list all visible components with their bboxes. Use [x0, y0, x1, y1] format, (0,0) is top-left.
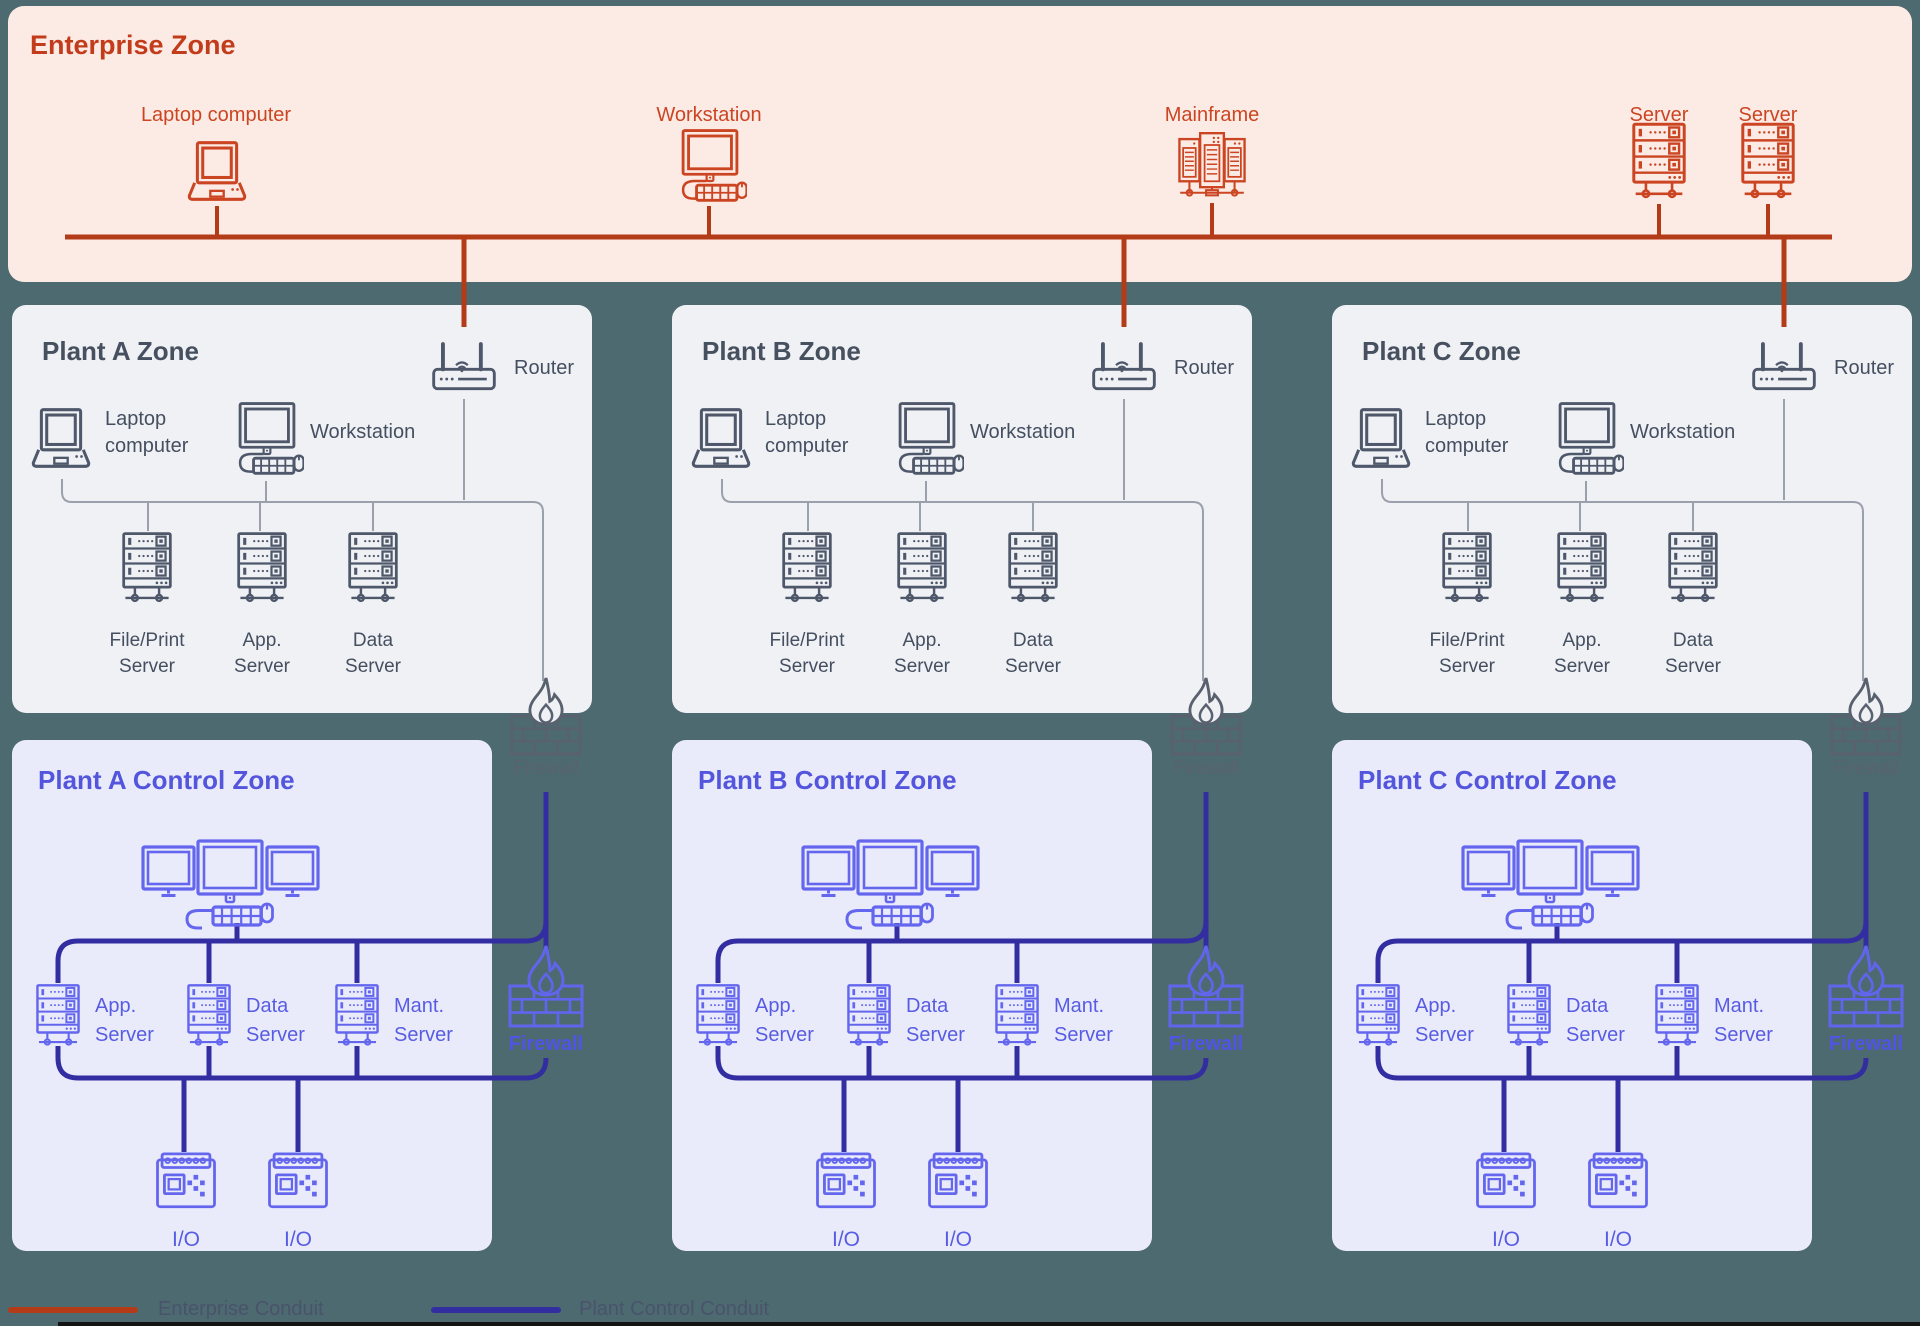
server-icon: [186, 983, 232, 1050]
server-icon: [994, 983, 1040, 1050]
control-zone-title: Plant A Control Zone: [38, 765, 295, 795]
app-server-label: App.Server: [95, 995, 154, 1046]
bottom-bar: [58, 1322, 1920, 1326]
workstation-label: Workstation: [970, 421, 1076, 443]
legend-enterprise-conduit-label: Enterprise Conduit: [158, 1298, 324, 1320]
mant-server-label: Mant.Server: [1054, 995, 1113, 1046]
firewall-label: Firewall: [513, 758, 579, 779]
io-module-icon: [1588, 1152, 1648, 1209]
router-label: Router: [1174, 357, 1235, 379]
app-server-label: App.Server: [1554, 630, 1610, 677]
firewall-icon: [1168, 944, 1244, 1028]
firewall-icon: [1828, 944, 1904, 1028]
io-module-icon: [268, 1152, 328, 1209]
router-icon: [432, 336, 496, 396]
server-icon: [1654, 983, 1700, 1050]
io-label: I/O: [943, 1228, 972, 1251]
firewall-label: Firewall: [1168, 1033, 1244, 1055]
io-label: I/O: [283, 1228, 312, 1251]
io-module-icon: [928, 1152, 988, 1209]
server-icon: [896, 531, 948, 607]
firewall-icon: [1170, 676, 1242, 756]
app-server-label: App.Server: [234, 630, 290, 677]
app-server-label: App.Server: [755, 995, 814, 1046]
server-icon: [236, 531, 288, 607]
workstation-icon: [230, 397, 304, 479]
mant-server-label: Mant.Server: [394, 995, 453, 1046]
server-icon: [1667, 531, 1719, 607]
server-icon: [1556, 531, 1608, 607]
hmi-workstation-icon: [801, 838, 983, 934]
firewall-label: Firewall: [508, 1033, 584, 1055]
app-server-label: App.Server: [1415, 995, 1474, 1046]
server-icon: [334, 983, 380, 1050]
firewall-label: Firewall: [1828, 1033, 1904, 1055]
server-icon: [1506, 983, 1552, 1050]
firewall-icon: [1830, 676, 1902, 756]
io-module-icon: [1476, 1152, 1536, 1209]
server-icon: [781, 531, 833, 607]
router-icon: [1752, 336, 1816, 396]
enterprise-server-2-label: Server: [1738, 104, 1798, 126]
hmi-workstation-icon: [141, 838, 323, 934]
workstation-label: Workstation: [1630, 421, 1736, 443]
app-server-label: App.Server: [894, 630, 950, 677]
laptop-icon: [25, 407, 97, 473]
enterprise-zone-title: Enterprise Zone: [30, 30, 236, 60]
server-icon: [695, 983, 741, 1050]
io-module-icon: [156, 1152, 216, 1209]
io-label: I/O: [1603, 1228, 1632, 1251]
server-icon: [1355, 983, 1401, 1050]
firewall-icon: [510, 676, 582, 756]
laptop-icon: [1345, 407, 1417, 473]
firewall-icon: [508, 944, 584, 1028]
firewall-label: Firewall: [1173, 758, 1239, 779]
workstation-icon: [890, 397, 964, 479]
server-icon: [1007, 531, 1059, 607]
server-icon: [1441, 531, 1493, 607]
enterprise-laptop-label: Laptop computer: [140, 104, 292, 126]
server-icon: [846, 983, 892, 1050]
zone-title: Plant A Zone: [42, 336, 199, 366]
control-zone-title: Plant C Control Zone: [1358, 765, 1617, 795]
io-label: I/O: [831, 1228, 860, 1251]
zone-title: Plant C Zone: [1362, 336, 1521, 366]
server-icon: [35, 983, 81, 1050]
workstation-label: Workstation: [310, 421, 416, 443]
workstation-icon: [1550, 397, 1624, 479]
control-zone-title: Plant B Control Zone: [698, 765, 957, 795]
enterprise-mainframe-label: Mainframe: [1164, 104, 1260, 126]
server-icon: [347, 531, 399, 607]
legend-plant-control-conduit-label: Plant Control Conduit: [579, 1298, 770, 1320]
router-icon: [1092, 336, 1156, 396]
hmi-workstation-icon: [1461, 838, 1643, 934]
io-label: I/O: [171, 1228, 200, 1251]
router-label: Router: [1834, 357, 1895, 379]
enterprise-server-1-label: Server: [1629, 104, 1689, 126]
firewall-label: Firewall: [1833, 758, 1899, 779]
io-module-icon: [816, 1152, 876, 1209]
router-label: Router: [514, 357, 575, 379]
server-icon: [121, 531, 173, 607]
mant-server-label: Mant.Server: [1714, 995, 1773, 1046]
zone-title: Plant B Zone: [702, 336, 861, 366]
io-label: I/O: [1491, 1228, 1520, 1251]
enterprise-workstation-label: Workstation: [656, 104, 762, 126]
laptop-icon: [685, 407, 757, 473]
